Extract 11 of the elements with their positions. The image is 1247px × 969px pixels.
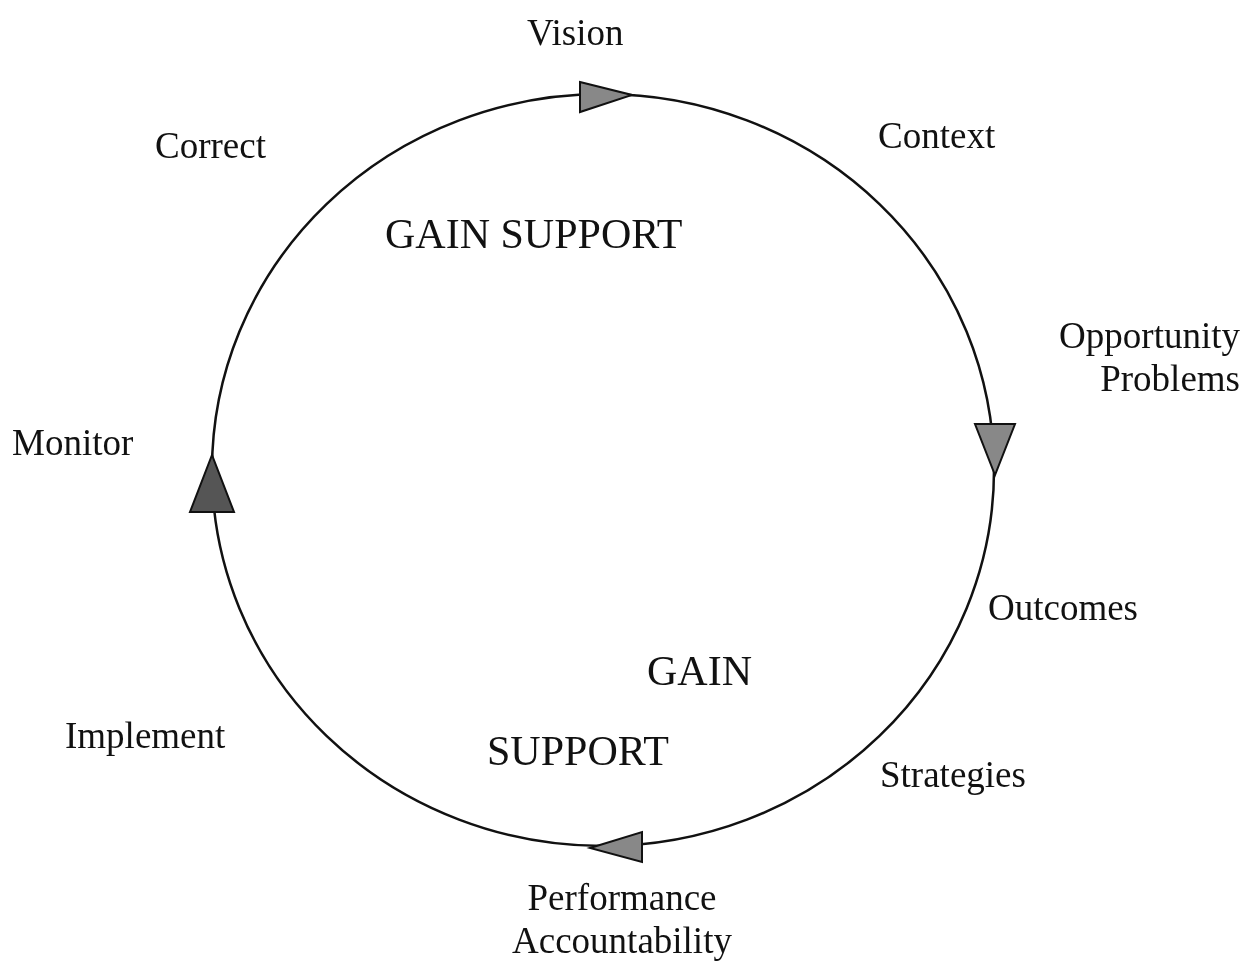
stage-label: Correct [155, 125, 266, 168]
stage-label: Opportunity Problems [1058, 315, 1240, 401]
stage-label: Performance Accountability [511, 877, 733, 963]
stage-label: Monitor [12, 422, 134, 465]
stage-label: Outcomes [988, 587, 1139, 630]
center-label: GAIN SUPPORT [385, 210, 684, 259]
center-label: GAIN SUPPORT [487, 647, 753, 776]
stage-label: Vision [527, 12, 624, 55]
stage-label: Implement [65, 715, 226, 758]
stage-label: Context [878, 115, 996, 158]
stage-label: Strategies [880, 754, 1026, 797]
